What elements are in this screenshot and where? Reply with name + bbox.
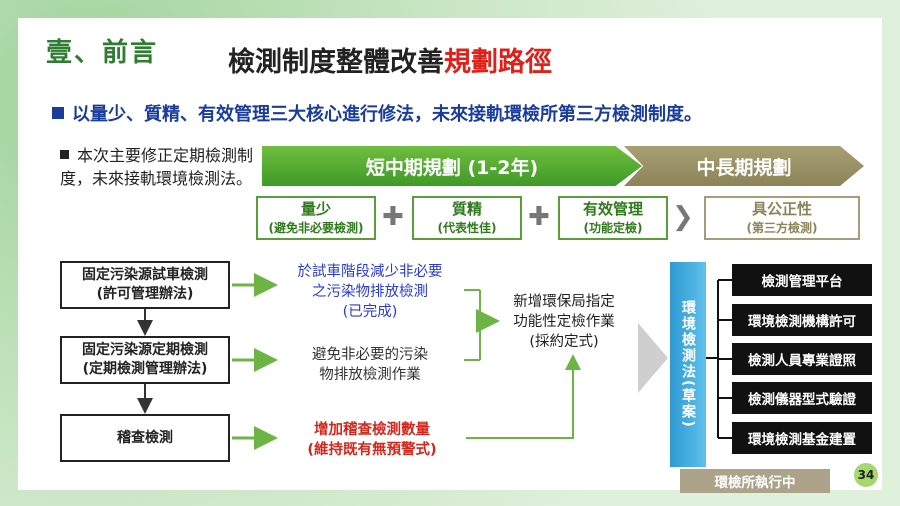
phase-box-quality: 質精(代表性佳)	[412, 196, 522, 240]
page-number: 34	[854, 463, 878, 487]
square-bullet-icon	[60, 150, 69, 159]
section-title: 壹、前言	[46, 38, 159, 68]
phase-short-chevron: 短中期規劃 (1-2年)	[262, 146, 642, 186]
connector-lines	[137, 273, 732, 450]
law-item: 環境檢測機構許可	[732, 304, 872, 336]
main-title-part2: 規劃路徑	[444, 47, 552, 78]
box-periodic-test: 固定污染源定期檢測(定期檢測管理辦法)	[60, 336, 230, 384]
phase-box-less: 量少(避免非必要檢測)	[256, 196, 376, 240]
phase-box-fairness: 具公正性(第三方檢測)	[704, 196, 860, 240]
law-item: 檢測儀器型式驗證	[732, 382, 872, 414]
box-trial-test: 固定污染源試車檢測(許可管理辦法)	[60, 261, 230, 309]
phase-long-chevron: 中長期規劃	[624, 146, 864, 186]
law-item: 檢測人員專業證照	[732, 343, 872, 375]
text-trial-reduce: 於試車階段減少非必要之污染物排放檢測(已完成)	[297, 264, 443, 320]
plus-icon: ✚	[528, 202, 550, 232]
main-title-part1: 檢測制度整體改善	[228, 47, 444, 78]
status-badge: 環檢所執行中	[680, 469, 830, 493]
bullet-text: 本次主要修正定期檢測制度，未來接軌環境檢測法。	[60, 146, 254, 188]
headline: 以量少、質精、有效管理三大核心進行修法，未來接軌環檢所第三方檢測制度。	[52, 100, 702, 126]
square-bullet-icon	[52, 107, 64, 119]
chevron-right-icon: ❯	[672, 202, 694, 232]
main-title: 檢測制度整體改善規劃路徑	[228, 40, 552, 79]
headline-text: 以量少、質精、有效管理三大核心進行修法，未來接軌環檢所第三方檢測制度。	[72, 104, 702, 125]
law-item: 環境檢測基金建置	[732, 422, 872, 454]
slide: 壹、前言 檢測制度整體改善規劃路徑 以量少、質精、有效管理三大核心進行修法，未來…	[18, 18, 882, 493]
text-new-function-test: 新增環保局指定功能性定檢作業(採約定式)	[513, 294, 615, 350]
law-item: 檢測管理平台	[732, 264, 872, 296]
text-avoid-unnecessary: 避免非必要的污染物排放檢測作業	[312, 347, 428, 383]
plus-icon: ✚	[382, 202, 404, 232]
box-inspection-test: 稽查檢測	[60, 414, 230, 462]
text-increase-inspection: 增加稽查檢測數量(維持既有無預警式)	[307, 422, 437, 458]
law-box: 環境檢測法(草案)	[670, 262, 706, 467]
phase-box-management: 有效管理(功能定檢)	[558, 196, 668, 240]
